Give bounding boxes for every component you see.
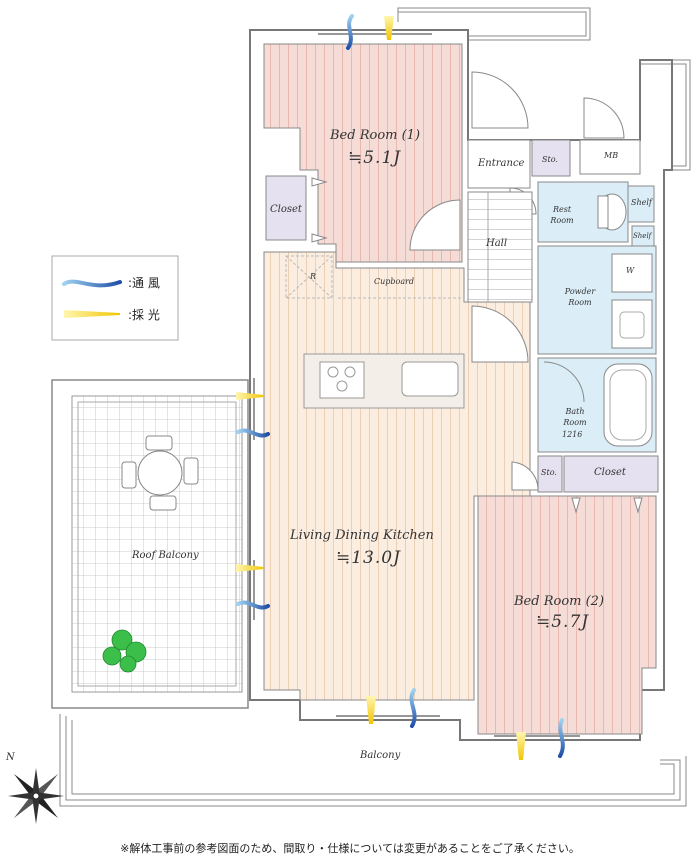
mb-label: MB xyxy=(604,151,619,160)
storage-entrance xyxy=(531,139,571,177)
legend-light: :採 光 xyxy=(128,306,160,323)
ldk-size: ≒13.0J xyxy=(336,548,401,568)
mb-box xyxy=(579,139,641,175)
refrigerator-label: R xyxy=(310,272,317,281)
shelf-lower-label: Shelf xyxy=(633,232,652,240)
bedroom-2-name: Bed Room (2) xyxy=(514,594,605,609)
lower-balcony-outline xyxy=(59,714,687,807)
shelf-upper xyxy=(627,185,655,223)
cupboard-label: Cupboard xyxy=(374,277,415,286)
shelf-upper-label: Shelf xyxy=(631,198,652,207)
powder-room-label: Powder Room xyxy=(564,287,596,307)
entrance-label: Entrance xyxy=(478,158,525,169)
compass-icon xyxy=(8,768,64,824)
legend-light-icon xyxy=(64,310,120,318)
closet-right xyxy=(563,455,659,493)
legend-wind: :通 風 xyxy=(128,274,160,291)
hall-label: Hall xyxy=(486,238,508,249)
wind-flow-icon xyxy=(346,14,354,50)
roof-balcony-outer xyxy=(51,379,249,709)
bedroom-1-name: Bed Room (1) xyxy=(330,128,421,143)
storage-bath xyxy=(537,455,563,493)
washbasin xyxy=(611,299,653,349)
patio-table-set xyxy=(121,435,199,511)
bedroom-2-floor xyxy=(477,495,657,735)
compass-north-label: N xyxy=(6,752,15,763)
entrance xyxy=(467,139,531,189)
wind-flow-icon xyxy=(409,688,565,758)
footnote: ※解体工事前の参考図面のため、間取り・仕様については変更があることをご了承くださ… xyxy=(120,842,580,855)
bedroom-1-floor xyxy=(263,43,463,263)
legend-wind-label: :通 風 xyxy=(128,276,160,290)
roof-balcony-label: Roof Balcony xyxy=(132,550,199,561)
rest-room-label: Rest Room xyxy=(550,205,574,225)
bath-room-label: Bath Room xyxy=(563,407,587,427)
legend-wind-icon xyxy=(62,279,122,288)
plant-icon xyxy=(102,629,147,673)
closet-left-label: Closet xyxy=(270,204,302,215)
storage-entrance-label: Sto. xyxy=(542,155,558,164)
washer-space xyxy=(611,253,653,293)
light-ray-icon xyxy=(236,392,264,572)
balcony-label: Balcony xyxy=(360,750,401,761)
hall xyxy=(467,191,533,303)
washer-label: W xyxy=(626,266,635,275)
bedroom-1-size: ≒5.1J xyxy=(348,148,402,168)
bath-size-label: 1216 xyxy=(562,430,583,439)
roof-balcony-deck xyxy=(71,395,243,693)
closet-left xyxy=(265,175,307,241)
wind-flow-icon xyxy=(236,428,270,610)
legend-light-label: :採 光 xyxy=(128,308,160,322)
closet-right-label: Closet xyxy=(594,467,626,478)
legend-box xyxy=(51,255,179,341)
light-ray-icon xyxy=(366,16,526,760)
ldk-name: Living Dining Kitchen xyxy=(290,528,434,543)
refrigerator-space xyxy=(285,255,333,299)
storage-bath-label: Sto. xyxy=(541,468,557,477)
bedroom-2-size: ≒5.7J xyxy=(536,612,590,632)
